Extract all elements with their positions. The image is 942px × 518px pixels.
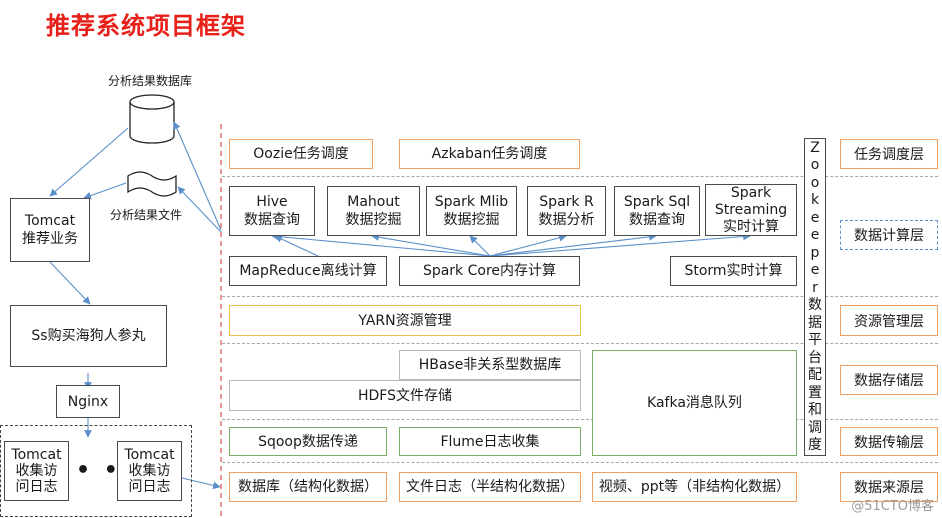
tomcat-recommend-box: Tomcat 推荐业务: [10, 198, 90, 262]
page-title: 推荐系统项目框架: [46, 12, 246, 40]
separator-compute: [222, 296, 938, 297]
azkaban-box: Azkaban任务调度: [399, 139, 580, 169]
zk-char: 配: [808, 367, 822, 383]
flume-box: Flume日志收集: [399, 427, 581, 456]
layer-label-storage: 数据存储层: [840, 365, 938, 395]
hdfs-box: HDFS文件存储: [229, 380, 581, 411]
zk-char: o: [810, 174, 820, 191]
mahout-box: Mahout 数据挖掘: [327, 186, 420, 236]
separator-storage: [222, 419, 938, 420]
layer-label-task: 任务调度层: [840, 139, 938, 169]
mapreduce-box: MapReduce离线计算: [229, 256, 387, 286]
hbase-box: HBase非关系型数据库: [399, 350, 581, 380]
layer-label-compute: 数据计算层: [840, 220, 938, 250]
watermark: @51CTO博客: [851, 499, 934, 514]
left-arrows: [49, 121, 222, 490]
nginx-box: Nginx: [56, 385, 120, 418]
separator-resource: [222, 343, 938, 344]
zk-char: r: [812, 279, 818, 296]
zk-char: 和: [808, 402, 822, 418]
separator-transfer: [222, 462, 938, 463]
zk-char: e: [810, 227, 820, 243]
zk-char: e: [810, 262, 820, 278]
zk-char: p: [810, 244, 820, 261]
spark-core-box: Spark Core内存计算: [399, 256, 580, 286]
zk-char: 置: [808, 384, 822, 401]
compute-arrows: [271, 232, 751, 257]
zk-char: Z: [810, 139, 820, 156]
tomcat-log-box-2: Tomcat 收集访 问日志: [117, 441, 182, 501]
zk-char: 数: [808, 297, 822, 313]
tomcat-log-group: [0, 425, 192, 517]
ss-app-box: Ss购买海狗人参丸: [10, 305, 167, 367]
zk-char: e: [810, 209, 820, 226]
zk-char: 度: [808, 437, 822, 453]
zookeeper-box: Z o o k e e p e r 数 据 平 台 配 置 和 调 度: [804, 138, 826, 456]
tomcat-log-box-1: Tomcat 收集访 问日志: [4, 441, 69, 501]
zk-char: 平: [808, 332, 822, 348]
database-cylinder-icon: [129, 94, 175, 144]
database-source-box: 数据库（结构化数据）: [229, 472, 387, 502]
layer-label-source: 数据来源层: [840, 472, 938, 502]
zk-char: 台: [808, 349, 822, 366]
sqoop-box: Sqoop数据传递: [229, 427, 387, 456]
storm-box: Storm实时计算: [670, 256, 797, 286]
oozie-box: Oozie任务调度: [229, 139, 373, 169]
hive-box: Hive 数据查询: [229, 186, 315, 236]
zk-char: 调: [808, 419, 822, 436]
file-log-source-box: 文件日志（半结构化数据）: [399, 472, 581, 502]
spark-r-box: Spark R 数据分析: [527, 186, 606, 236]
zk-char: 据: [808, 314, 822, 331]
layer-label-transfer: 数据传输层: [840, 427, 938, 456]
video-source-box: 视频、ppt等（非结构化数据）: [592, 472, 797, 502]
zk-char: k: [810, 192, 820, 208]
spark-mlib-box: Spark Mlib 数据挖掘: [426, 186, 517, 236]
spark-streaming-box: Spark Streaming 实时计算: [705, 184, 797, 236]
analysis-file-label: 分析结果文件: [110, 208, 183, 222]
result-file-icon: [127, 171, 177, 197]
separator-task: [222, 176, 938, 177]
zk-char: o: [810, 157, 820, 173]
kafka-box: Kafka消息队列: [592, 350, 797, 456]
spark-sql-box: Spark Sql 数据查询: [614, 186, 700, 236]
yarn-box: YARN资源管理: [229, 305, 581, 336]
analysis-db-label: 分析结果数据库: [108, 74, 193, 88]
layer-label-resource: 资源管理层: [840, 305, 938, 336]
